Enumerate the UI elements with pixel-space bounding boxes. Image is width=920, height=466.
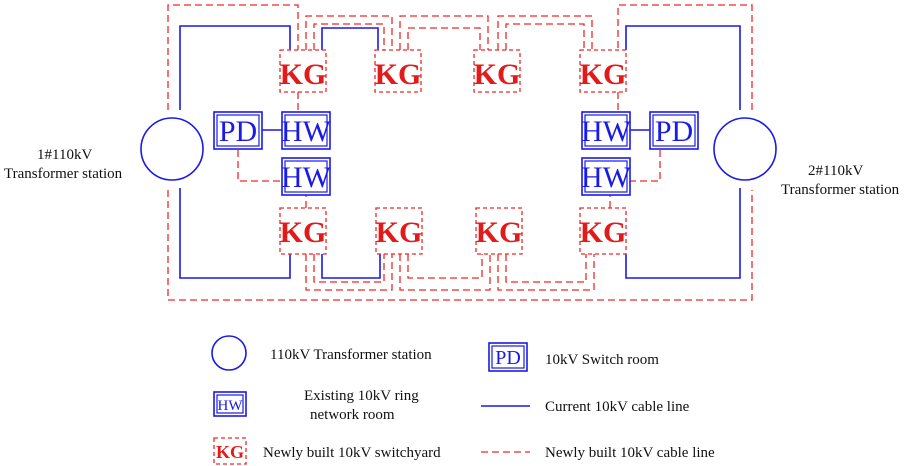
- new-cable-bottom-1: [305, 254, 393, 291]
- hw-right-lower-label: HW: [581, 161, 632, 194]
- legend-hw-icon: HW: [213, 391, 247, 417]
- new-cable-bottom-6: [505, 254, 587, 283]
- legend-pd-icon: PD: [488, 342, 528, 372]
- current-cable-left-top: [179, 25, 291, 110]
- hw-right-upper: HW: [581, 111, 632, 150]
- pd-right-label: PD: [655, 115, 693, 148]
- transformer-station-right: [713, 117, 777, 181]
- current-cable-right-bottom: [625, 188, 741, 279]
- legend-kg-label: Newly built 10kV switchyard: [263, 445, 441, 461]
- kg-top-2-label: KG: [375, 58, 422, 91]
- kg-bottom-2-label: KG: [376, 216, 423, 249]
- new-cable-outer-bottom: [167, 190, 753, 301]
- new-cable-top-3: [399, 15, 489, 50]
- new-cable-bottom-2: [313, 254, 385, 283]
- hw-left-lower-label: HW: [281, 161, 332, 194]
- hw-right-lower: HW: [581, 157, 632, 196]
- new-cable-lines: [167, 4, 753, 301]
- new-cable-bottom-3: [399, 254, 491, 291]
- kg-top-2: KG: [374, 49, 422, 93]
- kg-bottom-1-label: KG: [280, 216, 327, 249]
- hw-right-upper-label: HW: [581, 115, 632, 148]
- kg-bottom-3: KG: [475, 207, 523, 255]
- new-cable-bottom-4: [407, 254, 483, 279]
- legend-new-line-label: Newly built 10kV cable line: [545, 445, 715, 461]
- kg-bottom-4: KG: [579, 207, 627, 255]
- new-cable-outer-loop-right: [617, 4, 753, 110]
- hw-left-upper: HW: [281, 111, 332, 150]
- kg-top-4-label: KG: [580, 58, 627, 91]
- new-cable-top-1: [305, 15, 393, 50]
- kg-bottom-1: KG: [279, 207, 327, 255]
- current-cable-lines: [179, 25, 741, 279]
- pd-left-label: PD: [219, 115, 257, 148]
- legend-hw-icon-text: HW: [218, 398, 244, 414]
- legend-pd-icon-text: PD: [495, 347, 521, 369]
- legend-transformer-label: 110kV Transformer station: [270, 347, 432, 363]
- hw-left-upper-label: HW: [281, 115, 332, 148]
- current-cable-right-top: [625, 25, 741, 110]
- legend-kg-icon: KG: [213, 437, 247, 465]
- kg-bottom-2: KG: [375, 207, 423, 255]
- new-cable-top-2: [313, 23, 385, 50]
- legend-kg-icon-text: KG: [216, 442, 244, 462]
- kg-top-1-label: KG: [280, 58, 327, 91]
- kg-top-1: KG: [279, 49, 327, 93]
- new-cable-pd-hw-left: [237, 150, 282, 182]
- station-left-line1: 1#110kV: [37, 147, 92, 163]
- kg-bottom-3-label: KG: [476, 216, 523, 249]
- new-cable-top-5: [497, 15, 593, 50]
- new-cable-bottom-5: [497, 254, 595, 291]
- legend-current-line-label: Current 10kV cable line: [545, 399, 690, 415]
- transformer-station-left: [140, 117, 204, 181]
- station-left-line2: Transformer station: [4, 166, 123, 182]
- station-right-line2: Transformer station: [781, 182, 900, 198]
- legend-hw-label-line2: network room: [310, 407, 395, 423]
- current-cable-mid-bottom: [321, 254, 381, 279]
- hw-left-lower: HW: [281, 157, 332, 196]
- new-cable-outer-loop: [167, 4, 299, 110]
- new-cable-top-6: [505, 23, 585, 50]
- current-cable-left-bottom: [179, 188, 291, 279]
- legend-transformer-icon: [211, 335, 247, 371]
- station-right-line1: 2#110kV: [808, 163, 863, 179]
- pd-right: PD: [649, 111, 699, 150]
- kg-top-3: KG: [473, 49, 521, 93]
- kg-top-4: KG: [579, 49, 627, 93]
- new-cable-top-4: [407, 27, 481, 50]
- current-cable-mid-top: [321, 27, 379, 50]
- pd-left: PD: [213, 111, 263, 150]
- legend-hw-label-line1: Existing 10kV ring: [304, 388, 419, 404]
- legend: 110kV Transformer station PD 10kV Switch…: [211, 335, 715, 465]
- legend-pd-label: 10kV Switch room: [545, 352, 659, 368]
- kg-bottom-4-label: KG: [580, 216, 627, 249]
- new-cable-pd-hw-right: [630, 150, 661, 182]
- kg-top-3-label: KG: [474, 58, 521, 91]
